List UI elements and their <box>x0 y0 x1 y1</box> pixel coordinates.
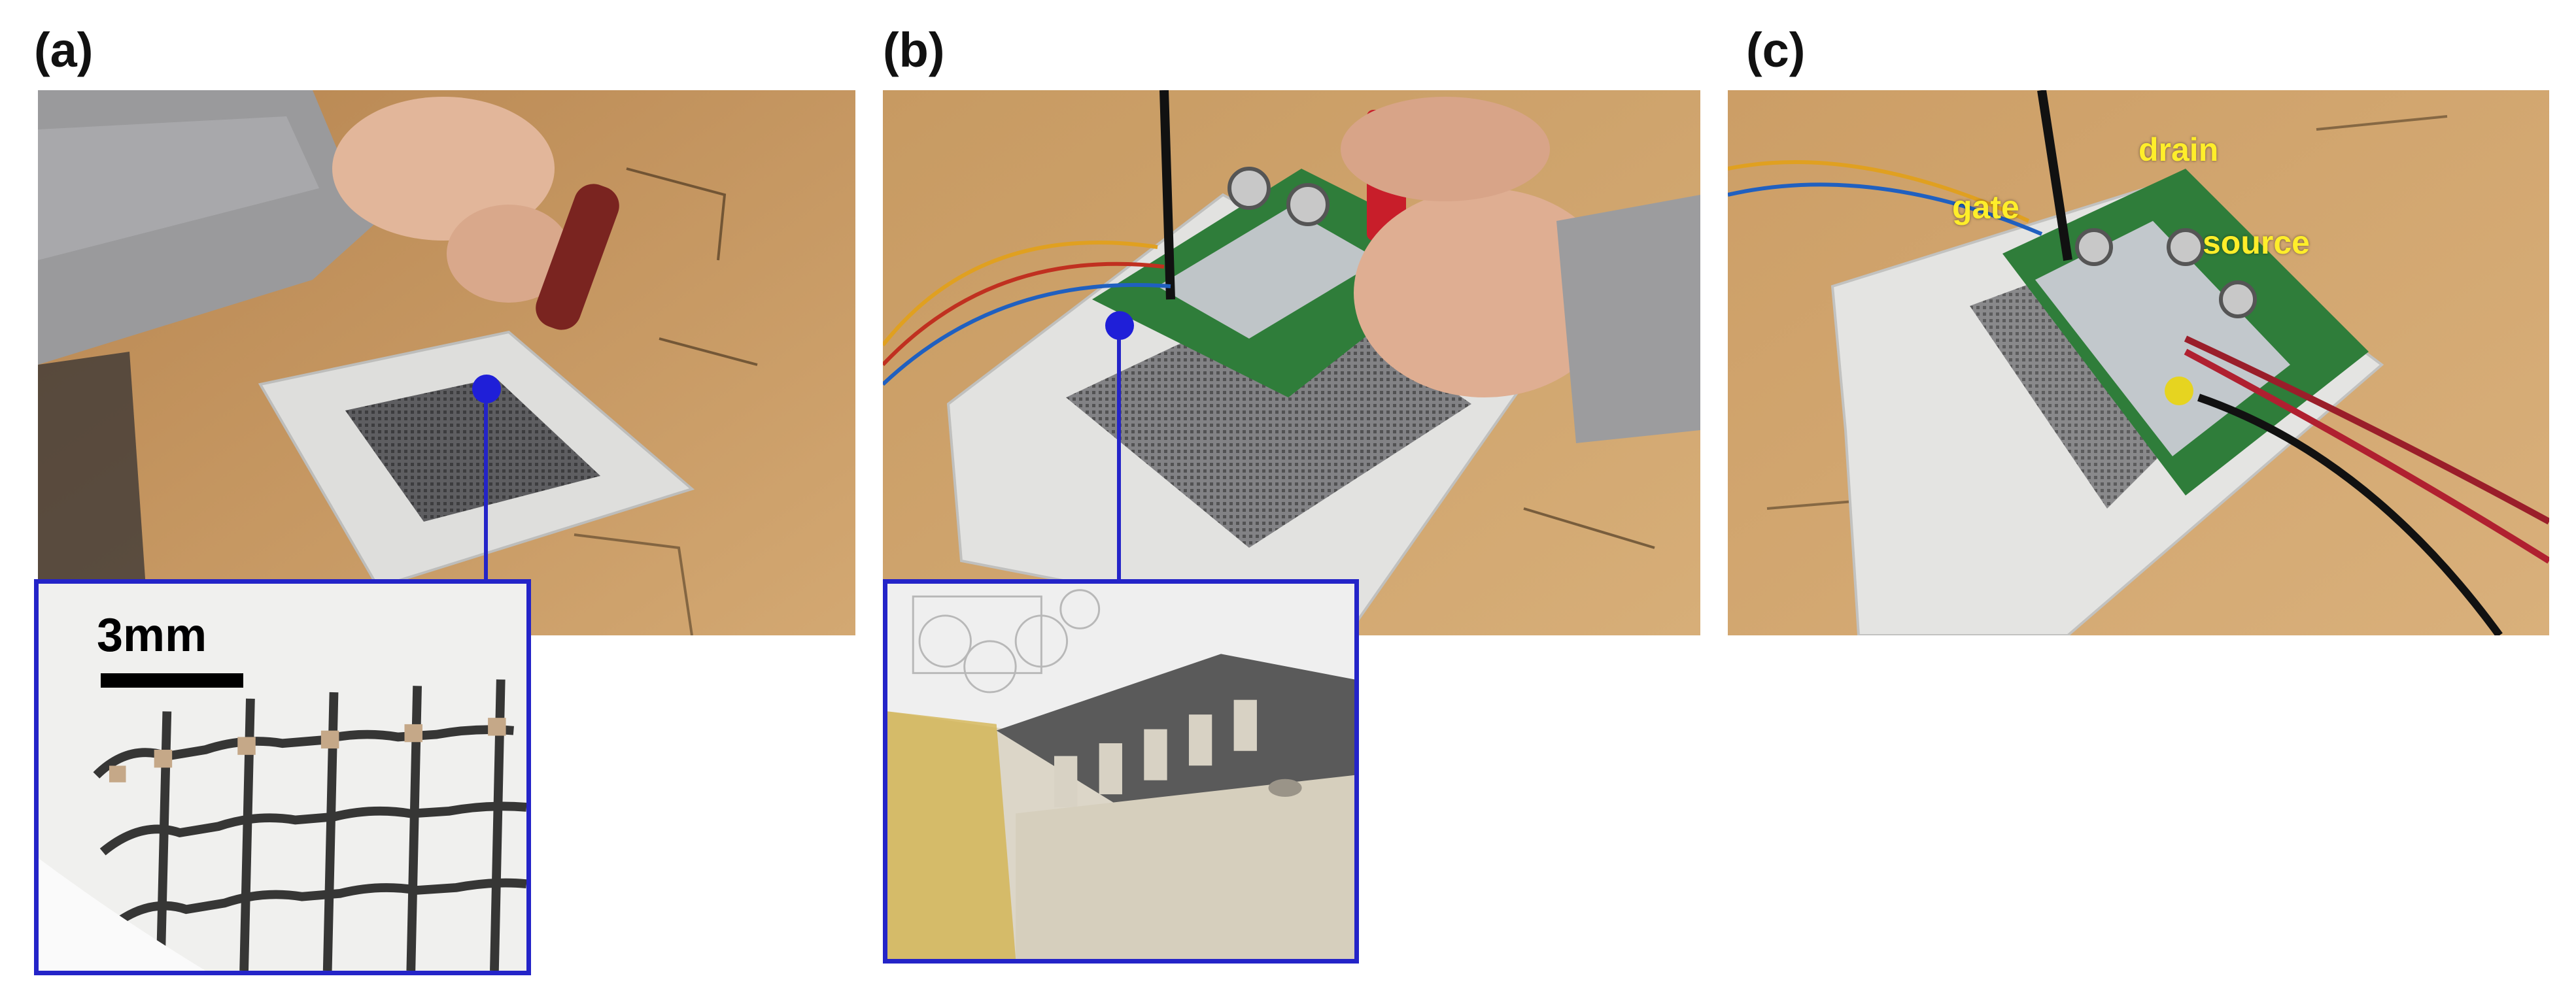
photo-b <box>883 90 1700 635</box>
photo-c <box>1728 90 2549 635</box>
scale-bar <box>101 673 243 688</box>
panel-label-b: (b) <box>883 23 945 77</box>
callout-line-b <box>1117 339 1121 582</box>
scale-label: 3mm <box>97 609 207 662</box>
inset-a-closeup <box>34 579 531 975</box>
callout-dot-a <box>472 375 501 403</box>
label-gate: gate <box>1952 189 2019 226</box>
inset-b-cad-render <box>883 579 1359 964</box>
photo-a <box>38 90 855 635</box>
panel-label-a: (a) <box>34 23 94 77</box>
label-source: source <box>2203 224 2310 261</box>
callout-line-a <box>484 403 488 580</box>
panel-label-c: (c) <box>1746 23 1806 77</box>
label-drain: drain <box>2138 131 2219 168</box>
callout-dot-b <box>1105 311 1134 340</box>
